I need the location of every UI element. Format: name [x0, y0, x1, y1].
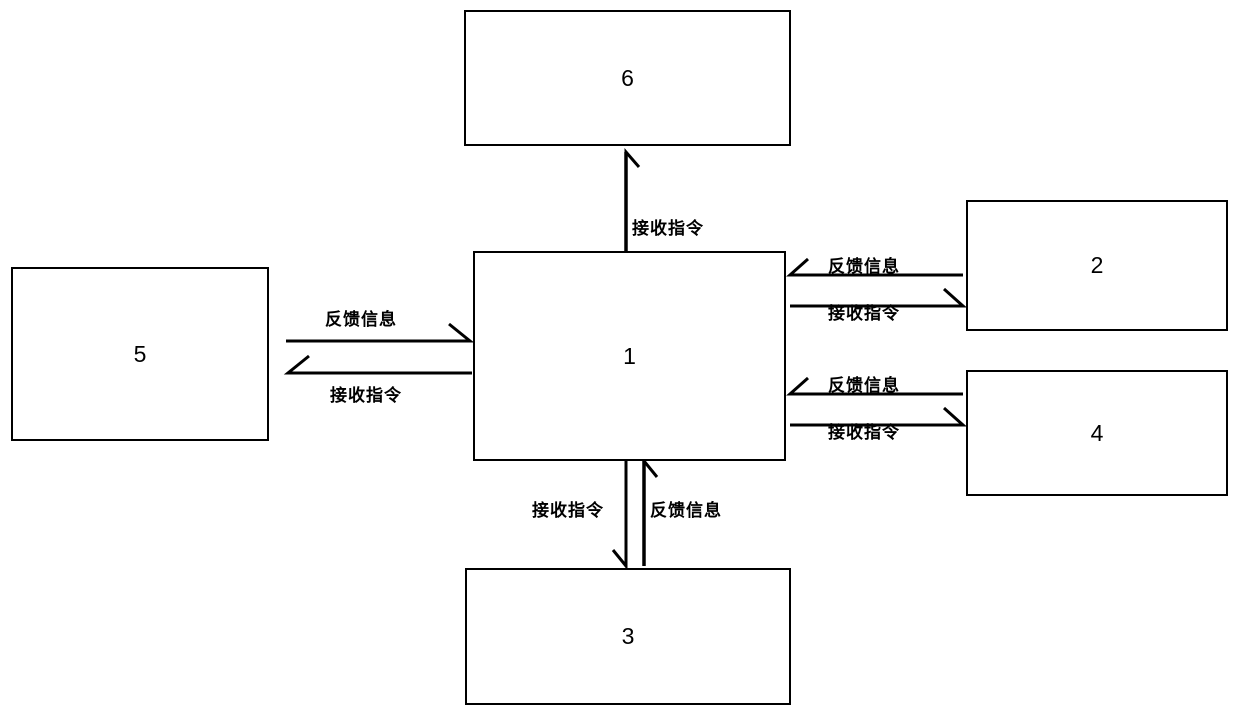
edge-1-to-5-command	[283, 354, 472, 375]
edge-label-1-to-2-command: 接收指令	[828, 304, 900, 324]
edge-label-1-to-4-command: 接收指令	[828, 423, 900, 443]
edge-label-1-to-5-command: 接收指令	[330, 386, 402, 406]
edge-label-5-to-1-feedback: 反馈信息	[325, 310, 397, 330]
node-1-label: 1	[623, 342, 636, 369]
edge-label-4-to-1-feedback: 反馈信息	[828, 376, 900, 396]
edge-label-2-to-1-feedback: 反馈信息	[828, 257, 900, 277]
node-1[interactable]: 1	[473, 251, 786, 461]
node-4[interactable]: 4	[966, 370, 1228, 496]
node-3[interactable]: 3	[465, 568, 791, 705]
edge-1-to-3-command	[611, 461, 628, 571]
edge-label-1-to-6: 接收指令	[632, 219, 704, 239]
node-4-label: 4	[1090, 419, 1104, 446]
node-2-label: 2	[1090, 252, 1104, 278]
node-6-label: 6	[621, 64, 634, 91]
edge-label-3-to-1-feedback: 反馈信息	[650, 501, 722, 521]
node-5-label: 5	[133, 340, 147, 367]
node-6[interactable]: 6	[464, 10, 791, 146]
node-5[interactable]: 5	[11, 267, 269, 441]
node-2[interactable]: 2	[966, 200, 1228, 331]
edge-label-1-to-3-command: 接收指令	[532, 501, 604, 521]
node-3-label: 3	[621, 623, 635, 649]
